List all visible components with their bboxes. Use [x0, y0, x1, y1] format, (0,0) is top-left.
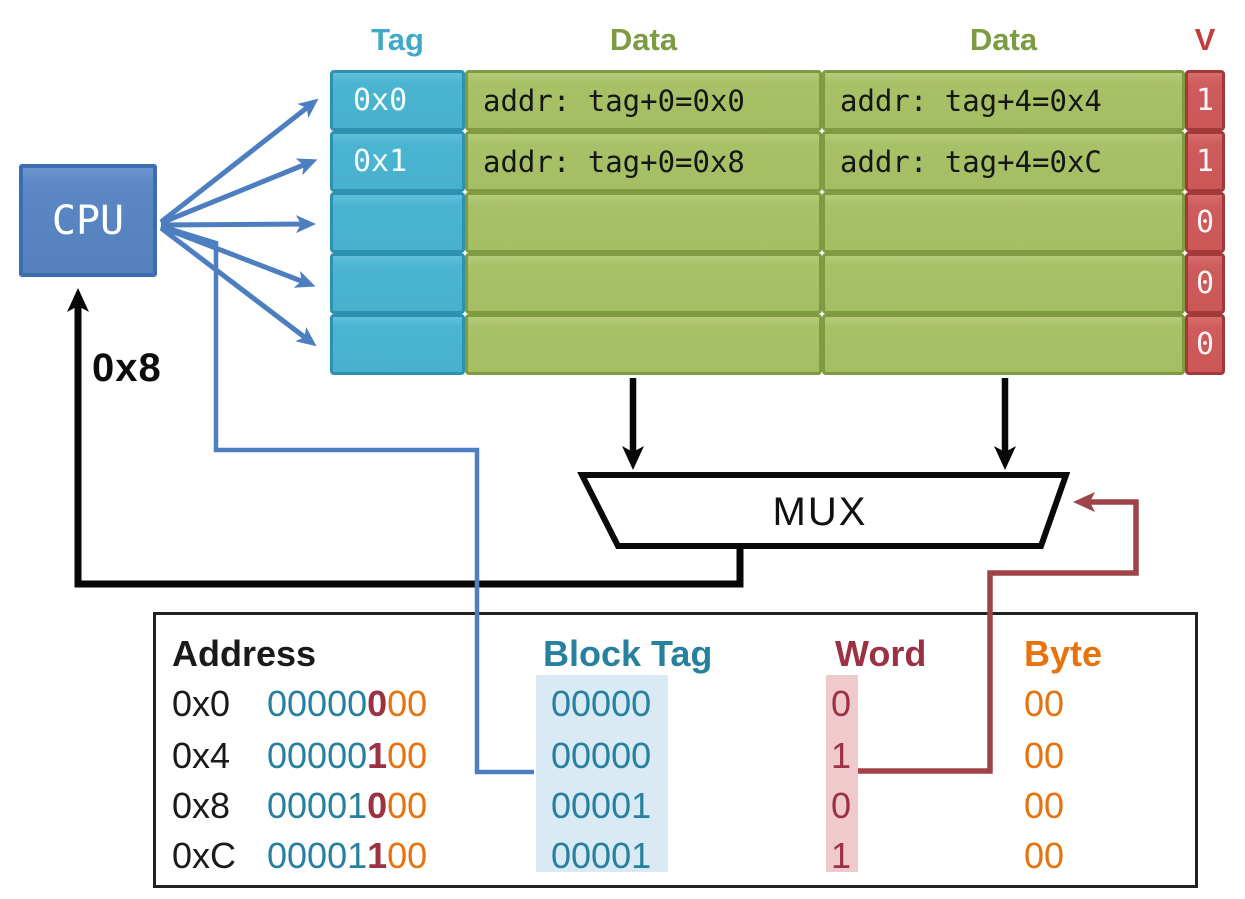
cache-data-cell: [822, 192, 1185, 253]
address-binary: 00000100: [267, 736, 427, 776]
blocktag-highlight: [536, 675, 668, 872]
word-value: 0: [831, 683, 852, 724]
cache-data-cell: [465, 253, 822, 314]
byte-bits: 00: [387, 683, 428, 724]
tag-bits: 00000: [267, 735, 368, 776]
tag-bits: 00000: [267, 683, 368, 724]
byte-bits: 00: [387, 735, 428, 776]
cpu-box: CPU: [19, 164, 157, 277]
word-bit: 1: [367, 835, 388, 876]
cache-header-data1: Data: [609, 22, 678, 57]
cache-tag-cell: 0x0: [330, 70, 465, 131]
cache-header-data2: Data: [969, 22, 1038, 57]
cache-header-tag: Tag: [371, 22, 424, 57]
byte-value: 00: [1024, 835, 1065, 876]
address-hex: 0x0: [172, 683, 231, 724]
cache-tag-cell: [330, 253, 465, 314]
address-hex: 0x4: [172, 735, 231, 776]
blocktag-value: 00001: [551, 835, 652, 876]
cache-tag-cell: 0x1: [330, 131, 465, 192]
address-hex: 0xC: [172, 835, 237, 876]
cache-table: 0x0 addr: tag+0=0x0 addr: tag+4=0x4 1 0x…: [330, 70, 1225, 375]
byte-value: 00: [1024, 785, 1065, 826]
cache-valid-cell: 1: [1185, 131, 1225, 192]
cache-data-cell: addr: tag+0=0x8: [465, 131, 822, 192]
address-binary: 00001100: [267, 836, 427, 876]
address-table-header-blocktag: Block Tag: [543, 633, 713, 674]
cache-data-cell: addr: tag+4=0x4: [822, 70, 1185, 131]
cache-data-cell: addr: tag+4=0xC: [822, 131, 1185, 192]
address-table-header-word: Word: [835, 633, 927, 674]
cache-data-cell: [465, 314, 822, 375]
byte-value: 00: [1024, 735, 1065, 776]
cache-header-valid: V: [1194, 22, 1216, 57]
word-bit: 1: [367, 735, 388, 776]
cache-valid-cell: 0: [1185, 314, 1225, 375]
blocktag-value: 00000: [551, 683, 652, 724]
cpu-to-cache-arrows: [159, 98, 319, 347]
address-table-header-byte: Byte: [1024, 633, 1103, 674]
word-value: 1: [831, 735, 852, 776]
word-highlight: [826, 675, 858, 872]
cache-data-cell: [822, 253, 1185, 314]
cache-tag-cell: [330, 192, 465, 253]
word-value: 1: [831, 835, 852, 876]
cache-data-cell: [465, 192, 822, 253]
cache-tag-cell: [330, 314, 465, 375]
blocktag-value: 00001: [551, 785, 652, 826]
word-value: 0: [831, 785, 852, 826]
request-address-label: 0x8: [92, 346, 162, 390]
mux-label: MUX: [772, 490, 868, 534]
address-hex: 0x8: [172, 785, 231, 826]
tag-bits: 00001: [267, 835, 368, 876]
word-bit: 0: [367, 683, 388, 724]
cache-valid-cell: 0: [1185, 192, 1225, 253]
address-table-header-address: Address: [172, 633, 317, 674]
data-to-mux-arrows: [622, 378, 1016, 470]
byte-bits: 00: [387, 785, 428, 826]
cpu-label: CPU: [51, 197, 125, 244]
cache-data-cell: addr: tag+0=0x0: [465, 70, 822, 131]
cache-data-cell: [822, 314, 1185, 375]
byte-value: 00: [1024, 683, 1065, 724]
cache-valid-cell: 1: [1185, 70, 1225, 131]
blocktag-value: 00000: [551, 735, 652, 776]
tag-bits: 00001: [267, 785, 368, 826]
address-binary: 00001000: [267, 786, 427, 826]
byte-bits: 00: [387, 835, 428, 876]
cache-valid-cell: 0: [1185, 253, 1225, 314]
address-binary: 00000000: [267, 684, 427, 724]
word-bit: 0: [367, 785, 388, 826]
